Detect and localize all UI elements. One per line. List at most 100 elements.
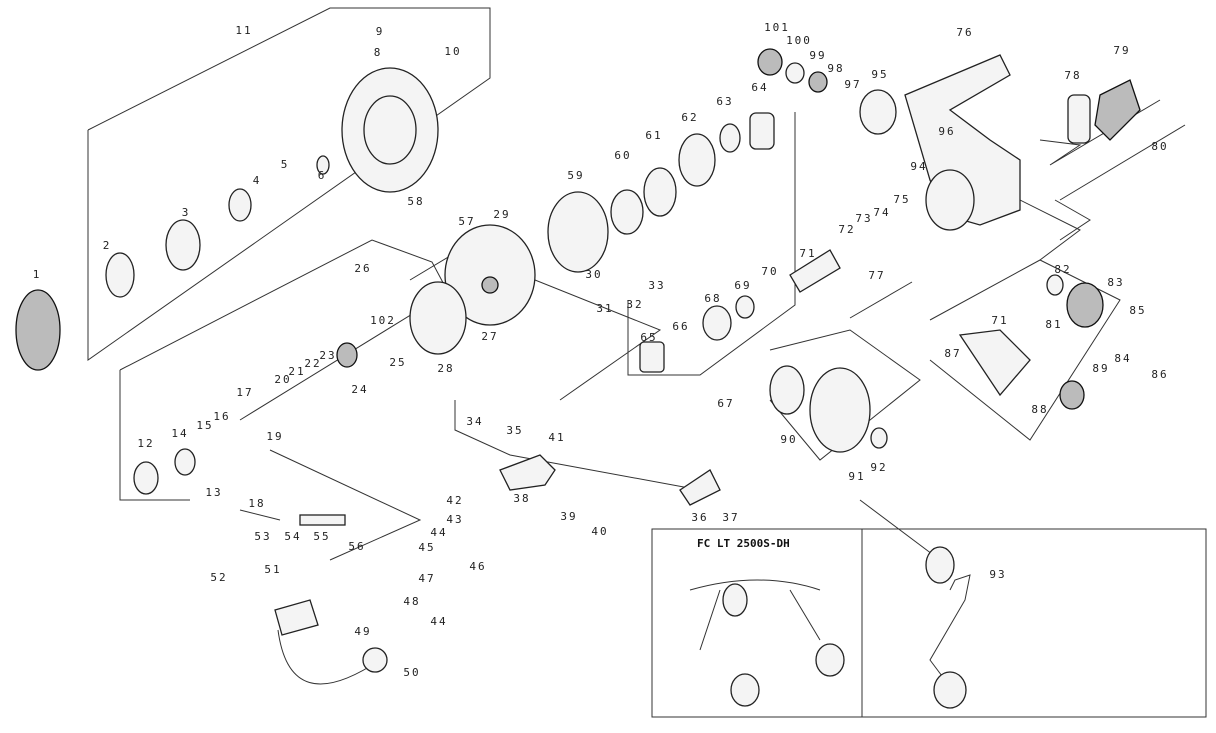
rotor — [444, 224, 536, 326]
assembly-outline — [269, 449, 422, 561]
part-label: 87 — [944, 347, 961, 360]
part-label: 81 — [1045, 318, 1062, 331]
part-label: 8 — [374, 46, 383, 59]
part-label: 13 — [205, 486, 222, 499]
main-shaft — [1059, 124, 1186, 201]
part-label: 78 — [1064, 69, 1081, 82]
part-label: 38 — [513, 492, 530, 505]
part-label: 26 — [354, 262, 371, 275]
part-label: 44 — [430, 526, 447, 539]
handle-knob — [722, 583, 748, 617]
part-label: 91 — [848, 470, 865, 483]
bearing — [1059, 380, 1085, 410]
part-label: 34 — [466, 415, 483, 428]
retainer — [702, 305, 732, 341]
part-label: 76 — [956, 26, 973, 39]
double-handle — [689, 579, 821, 651]
part-label: 82 — [1054, 263, 1071, 276]
assembly-outline — [1054, 199, 1091, 241]
assembly-outline — [627, 112, 796, 376]
part-label: 68 — [704, 292, 721, 305]
part-label: 90 — [780, 433, 797, 446]
part-label: 61 — [645, 129, 662, 142]
part-label: 96 — [938, 125, 955, 138]
drive-gear — [1066, 282, 1104, 328]
inset-title: FC LT 2500S-DH — [697, 537, 790, 550]
part-label: 75 — [893, 193, 910, 206]
part-label: 60 — [614, 149, 631, 162]
assembly-outlines — [87, 7, 1161, 561]
oring — [769, 365, 805, 415]
rotor-cup — [547, 191, 609, 273]
bearing — [808, 71, 828, 93]
part-label: 59 — [567, 169, 584, 182]
clip — [105, 252, 135, 298]
seal — [643, 167, 677, 217]
part-label: 11 — [235, 24, 252, 37]
part-label: 84 — [1114, 352, 1131, 365]
part-label: 15 — [196, 419, 213, 432]
part-label: 98 — [827, 62, 844, 75]
part-label: 10 — [444, 45, 461, 58]
part-label: 66 — [672, 320, 689, 333]
part-label: 100 — [786, 34, 812, 47]
roller — [336, 342, 358, 368]
part-label: 67 — [717, 397, 734, 410]
line-roller — [174, 448, 196, 476]
cap — [757, 48, 783, 76]
bail-arm — [499, 454, 556, 491]
handle-knob — [730, 673, 760, 707]
single-handle — [929, 574, 971, 681]
part-label: 22 — [304, 357, 321, 370]
body-ring — [925, 169, 975, 231]
part-label: 74 — [873, 206, 890, 219]
main-gear — [809, 367, 871, 453]
part-label: 99 — [809, 49, 826, 62]
part-label: 43 — [446, 513, 463, 526]
handle-knob — [815, 643, 845, 677]
part-label: 45 — [418, 541, 435, 554]
collar — [678, 133, 716, 187]
part-label: 50 — [403, 666, 420, 679]
part-label: 46 — [469, 560, 486, 573]
part-label: 28 — [437, 362, 454, 375]
part-label: 95 — [871, 68, 888, 81]
part-label: 12 — [137, 437, 154, 450]
part-label: 3 — [182, 206, 191, 219]
washer — [228, 188, 252, 222]
handle-knob — [933, 671, 967, 709]
bearing — [735, 295, 755, 319]
part-label: 71 — [799, 247, 816, 260]
part-label: 71 — [991, 314, 1008, 327]
side-cap — [859, 89, 897, 135]
part-label: 21 — [288, 365, 305, 378]
part-label: 29 — [493, 208, 510, 221]
assembly-outline — [119, 370, 190, 501]
part-label: 20 — [274, 373, 291, 386]
assembly-outline — [999, 189, 1081, 261]
oscillation-shaft — [849, 281, 913, 319]
part-label: 27 — [481, 330, 498, 343]
part-label: 64 — [751, 81, 768, 94]
part-label: 97 — [844, 78, 861, 91]
part-label: 65 — [640, 331, 657, 344]
bail-holder — [274, 599, 319, 636]
body-cover — [1094, 79, 1141, 141]
part-label: 69 — [734, 279, 751, 292]
part-label: 30 — [585, 268, 602, 281]
part-label: 92 — [870, 461, 887, 474]
assembly-outline — [929, 259, 1121, 441]
spool-drag-knob — [15, 289, 61, 371]
part-label: 94 — [910, 160, 927, 173]
pinion-gear — [789, 249, 841, 293]
oring — [719, 123, 741, 153]
spool-inner — [363, 95, 417, 165]
part-label: 80 — [1151, 140, 1168, 153]
part-label: 40 — [591, 525, 608, 538]
gear-cover — [749, 112, 775, 150]
part-label: 48 — [403, 595, 420, 608]
inset-frame — [651, 528, 1207, 718]
part-label: 56 — [348, 540, 365, 553]
